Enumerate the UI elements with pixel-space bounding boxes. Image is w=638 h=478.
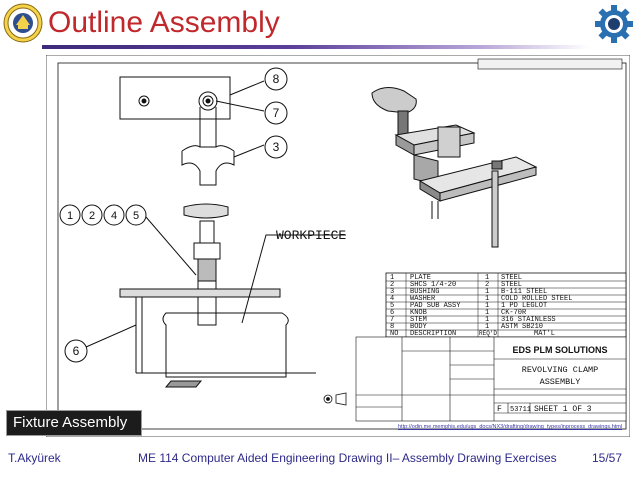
bom-header: REQ'D [479,330,497,337]
bom-cell: SHCS 1/4-20 [410,281,456,289]
title-block-drawing-title: ASSEMBLY [540,377,581,387]
university-seal-icon [3,3,43,43]
bom-cell: KNOB [410,309,427,317]
bom-header: DESCRIPTION [410,330,456,338]
bom-cell: 2 [390,281,394,289]
bom-cell: 1 [485,302,489,310]
slide-title: Outline Assembly [48,6,280,39]
bom-cell: 1 [485,309,489,317]
title-block [355,336,627,422]
footer-page-number: 15/57 [592,451,623,465]
source-link[interactable]: http://odin.me.memphis.edu/ugs_docs/NX3/… [398,424,623,430]
balloon-label: 7 [273,106,280,120]
assembly-drawing: 8 7 3 1 2 4 5 6 WORKPIECE [46,55,630,437]
bom-cell: PLATE [410,274,431,282]
bom-cell: BUSHING [410,288,439,296]
bom-cell: 1 [485,323,489,331]
balloon-label: 5 [133,210,139,222]
title-block-company: EDS PLM SOLUTIONS [512,345,607,355]
balloon-label: 4 [111,210,117,222]
bom-cell: COLD ROLLED STEEL [501,295,572,303]
bom-cell: STEM [410,316,427,324]
bom-cell: 1 [390,274,394,282]
balloon-label: 1 [67,210,73,222]
isometric-view [371,87,538,248]
bom-cell: 1 [485,316,489,324]
balloon-label: 2 [89,210,95,222]
bom-cell: 3 [390,288,394,296]
title-block-sheet: SHEET 1 OF 3 [534,405,592,414]
balloon-label: 6 [73,344,80,358]
title-block-size: F [497,405,502,414]
bom-header: NO [390,330,398,338]
bom-cell: CK-70R [501,309,527,317]
bom-cell: PAD SUB ASSY [410,302,461,310]
bom-cell: 6 [390,309,394,317]
bom-cell: 7 [390,316,394,324]
bom-cell: WASHER [410,295,436,303]
footer-course: ME 114 Computer Aided Engineering Drawin… [138,451,557,465]
gear-emblem-icon [595,5,633,43]
bom-cell: 1 PD LEGLOT [501,302,547,310]
bom-cell: 316 STAINLESS [501,316,556,324]
balloon-label: 8 [273,72,280,86]
bom-cell: 1 [485,295,489,303]
bom-cell: STEEL [501,274,522,282]
bom-header: MAT'L [534,330,555,338]
bom-cell: 8 [390,323,394,331]
top-view [119,76,235,186]
balloon-label: 3 [273,140,280,154]
footer-author: T.Akyürek [8,451,61,465]
workpiece-label: WORKPIECE [276,228,346,243]
title-block-code: 53711 [510,406,531,414]
figure-caption: Fixture Assembly [6,410,142,436]
bom-cell: 1 [485,274,489,282]
bom-cell: STEEL [501,281,522,289]
bom-cell: BODY [410,323,428,331]
bom-cell: ASTM SB210 [501,323,543,331]
projection-symbol-icon [323,392,347,406]
title-block-drawing-title: REVOLVING CLAMP [522,365,599,375]
bom-cell: 4 [390,295,394,303]
bom-cell: 2 [485,281,489,289]
bom-cell: 5 [390,302,394,310]
bill-of-materials: 1 PLATE 1 STEEL 2 SHCS 1/4-20 2 STEEL 3 … [385,272,627,338]
bom-cell: 1 [485,288,489,296]
title-underline [42,45,590,49]
front-view [119,203,346,388]
bom-cell: B-111 STEEL [501,288,547,296]
